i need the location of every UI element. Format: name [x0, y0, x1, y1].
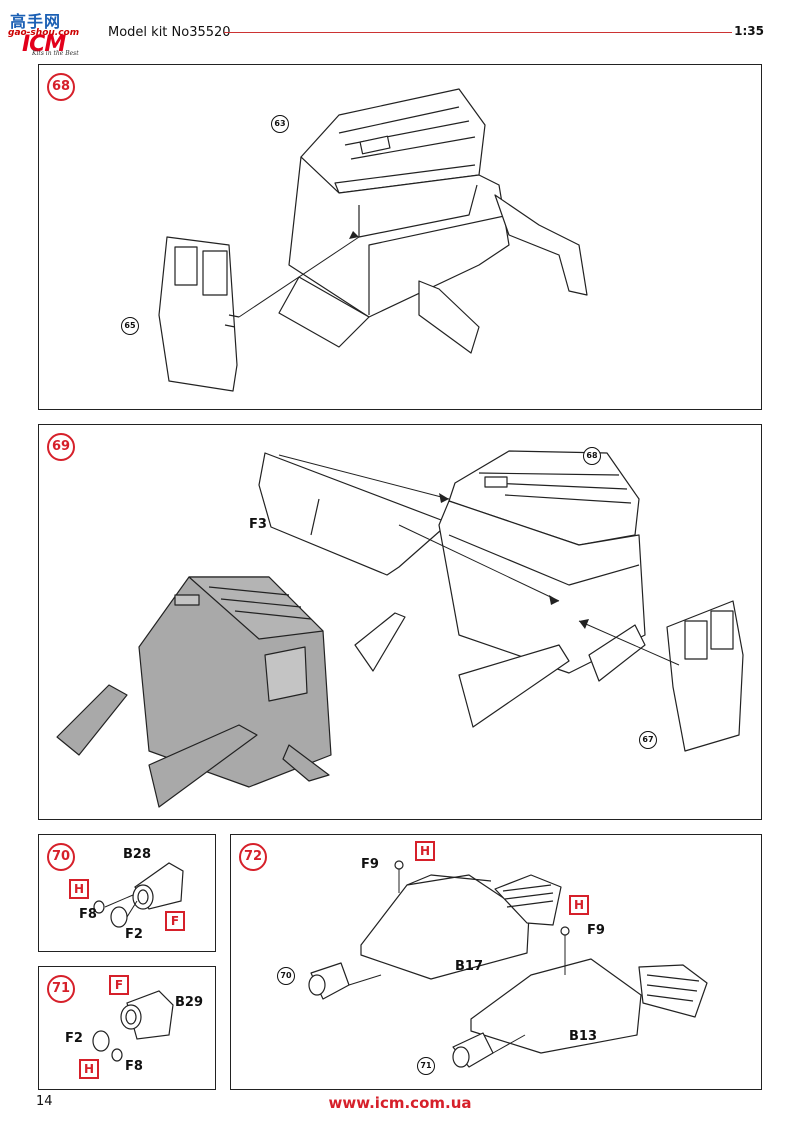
kit-title: Model kit No35520: [108, 25, 231, 40]
step-number-badge: 70: [47, 843, 75, 871]
page-number: 14: [36, 1094, 53, 1109]
page-header: 高手网 gao-shou.com ICM Kits in the Best Mo…: [0, 0, 800, 60]
footer-website-link[interactable]: www.icm.com.ua: [328, 1094, 472, 1112]
step-68-panel: 68 63 65: [38, 64, 762, 410]
step-70-panel: 70 B28 H F8 F2 F: [38, 834, 216, 952]
part-label: B29: [175, 995, 203, 1010]
step-number-badge: 69: [47, 433, 75, 461]
site-watermark-cn: 高手网: [10, 12, 62, 31]
ref-step-badge: 68: [583, 447, 601, 465]
brand-logo: 高手网 gao-shou.com ICM Kits in the Best: [8, 8, 100, 57]
ref-step-badge: 71: [417, 1057, 435, 1075]
fender-assembly-drawing: [308, 860, 708, 1068]
scale-label: 1:35: [734, 24, 764, 38]
headlight-drawing: [92, 990, 174, 1062]
part-label: B17: [455, 959, 483, 974]
brand-name: ICM: [22, 32, 66, 57]
part-label: F2: [125, 927, 143, 942]
cab-assembly-drawing: [158, 88, 588, 392]
part-label: F9: [587, 923, 605, 938]
site-watermark-url: gao-shou.com: [8, 28, 80, 38]
step-number-badge: 72: [239, 843, 267, 871]
part-label: B28: [123, 847, 151, 862]
ref-step-badge: 63: [271, 115, 289, 133]
step-72-panel: 72 F9 H B17 H F9 B13 70 71: [230, 834, 762, 1090]
cab-glazing-drawing: [56, 450, 744, 808]
hole-marker: H: [569, 895, 589, 915]
header-rule: [224, 32, 732, 33]
step-number-badge: 68: [47, 73, 75, 101]
brand-tagline: Kits in the Best: [32, 50, 79, 57]
part-label: F8: [125, 1059, 143, 1074]
ref-step-badge: 65: [121, 317, 139, 335]
part-marker: F: [165, 911, 185, 931]
part-label: F9: [361, 857, 379, 872]
hole-marker: H: [415, 841, 435, 861]
hole-marker: H: [79, 1059, 99, 1079]
step-69-panel: 69 68 67 F3: [38, 424, 762, 820]
headlight-drawing: [93, 862, 184, 928]
hole-marker: H: [69, 879, 89, 899]
ref-step-badge: 67: [639, 731, 657, 749]
part-label: B13: [569, 1029, 597, 1044]
part-label: F2: [65, 1031, 83, 1046]
part-label: F8: [79, 907, 97, 922]
part-label: F3: [249, 517, 267, 532]
step-71-panel: 71 F B29 F2 H F8: [38, 966, 216, 1090]
ref-step-badge: 70: [277, 967, 295, 985]
step-number-badge: 71: [47, 975, 75, 1003]
part-marker: F: [109, 975, 129, 995]
